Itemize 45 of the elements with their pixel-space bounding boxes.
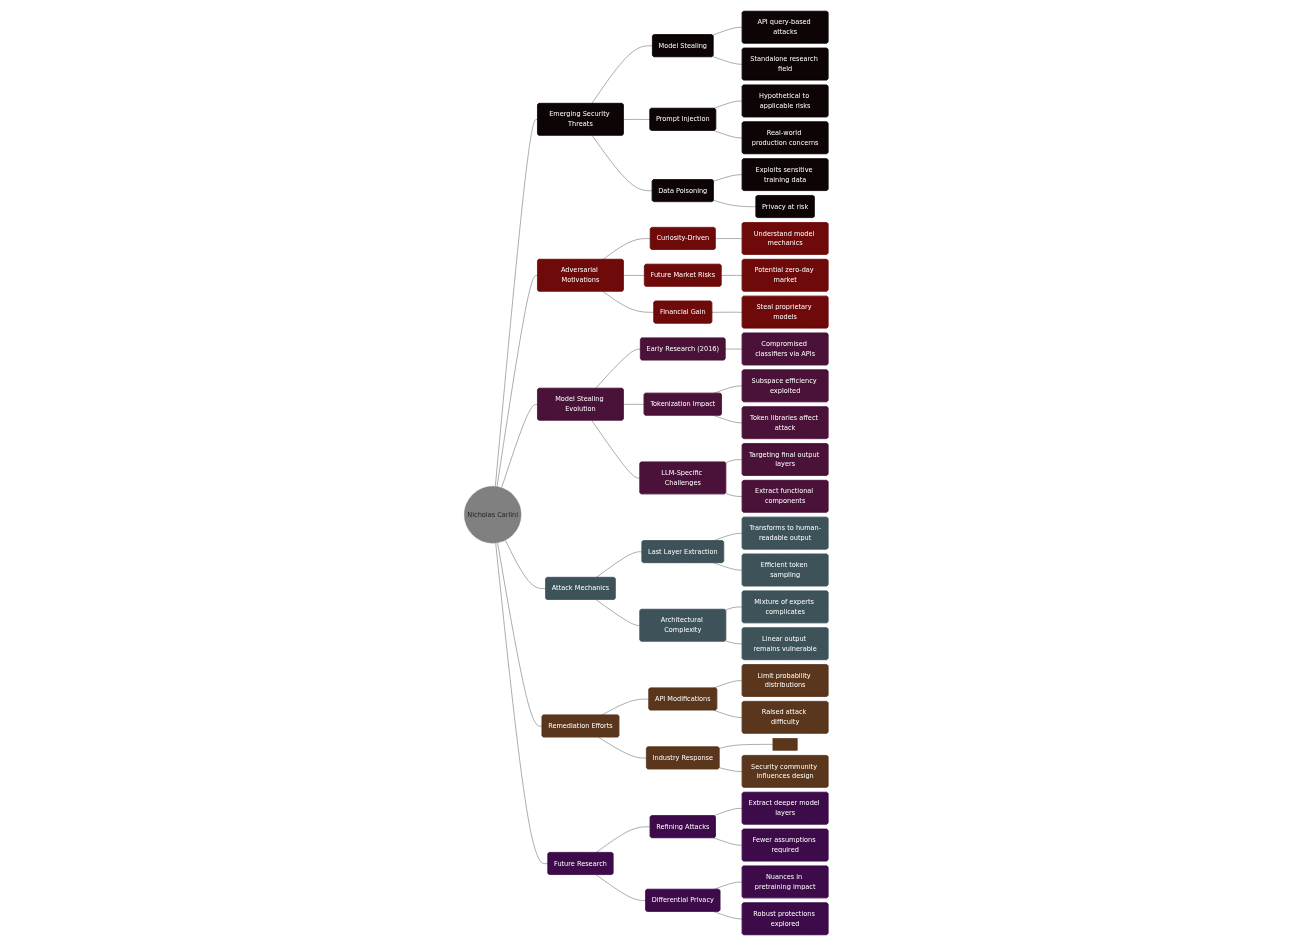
connector <box>595 826 651 853</box>
connector <box>595 348 641 389</box>
connector <box>602 291 654 313</box>
node-box <box>772 738 798 751</box>
connector <box>712 27 743 36</box>
connector <box>591 420 641 479</box>
connector <box>718 767 743 772</box>
connector <box>725 459 743 464</box>
connector <box>623 275 645 276</box>
connector <box>713 837 743 846</box>
connector <box>504 540 546 589</box>
connector <box>713 808 743 816</box>
connector <box>501 404 538 488</box>
connector <box>712 56 743 65</box>
connector <box>725 606 743 611</box>
connector <box>725 493 743 497</box>
connector <box>713 174 743 182</box>
connector <box>713 130 743 139</box>
connector <box>497 542 543 727</box>
connector <box>496 275 538 487</box>
connector <box>591 135 653 191</box>
connector <box>713 911 743 920</box>
connector <box>713 881 743 890</box>
connector <box>713 200 757 207</box>
connector <box>598 737 647 759</box>
connector <box>725 640 743 645</box>
connector <box>595 551 643 578</box>
connector <box>713 562 743 571</box>
connector <box>623 404 645 405</box>
connector <box>495 542 549 864</box>
connector <box>494 119 538 487</box>
connector <box>713 100 743 109</box>
connector <box>591 45 653 104</box>
connector <box>721 275 743 276</box>
connector <box>725 348 743 350</box>
connector <box>713 385 743 394</box>
connector <box>713 710 743 718</box>
connector <box>711 312 743 313</box>
connector <box>713 680 743 689</box>
connector <box>718 744 773 749</box>
connector <box>595 599 641 626</box>
connector <box>602 238 651 260</box>
connector <box>715 238 743 239</box>
connector <box>595 874 646 901</box>
connector <box>623 119 651 120</box>
